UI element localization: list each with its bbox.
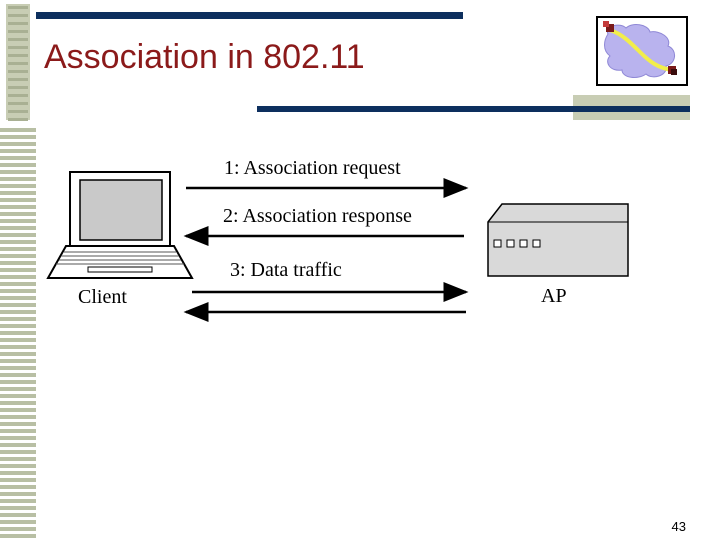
laptop-icon <box>46 171 194 279</box>
message-arrows <box>183 178 469 322</box>
ap-label: AP <box>541 285 567 307</box>
page-number: 43 <box>671 519 686 534</box>
message-label-2: 2: Association response <box>223 205 412 227</box>
access-point-icon <box>487 203 629 277</box>
left-decorative-bar <box>0 4 36 538</box>
title-underline <box>257 106 690 112</box>
top-rule <box>36 12 463 19</box>
message-label-3: 3: Data traffic <box>230 259 342 281</box>
message-label-1: 1: Association request <box>224 157 401 179</box>
client-label: Client <box>78 286 127 308</box>
network-logo-icon <box>596 16 688 86</box>
slide-title: Association in 802.11 <box>44 38 365 76</box>
